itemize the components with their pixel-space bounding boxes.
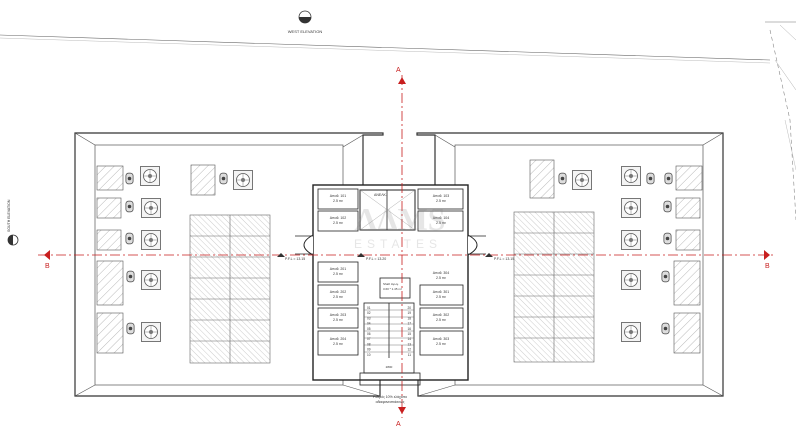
storage-room-name: Αποθ. 303 [433,337,449,341]
storage-room-area: 2.5 m² [436,199,447,203]
section-b-right-label: B [765,263,770,270]
stair-number: 15 [407,332,411,336]
stair-number: 09 [367,348,371,352]
central-core: ΑΝΕΛΚ. Shaft Αγωγ. 3.60 * 1.45 m² 2800 [295,184,486,386]
storage-room-area: 2.5 m² [436,342,447,346]
stair-number: 20 [407,306,411,310]
storage-room-name: Αποθ. 304 [433,271,449,275]
stair-number: 13 [407,342,411,346]
stair-number: 14 [407,337,411,341]
elevation-marker-south: SOUTH ELEVATION [7,199,19,246]
storage-room-area: 2.5 m² [333,199,344,203]
storage-room-name: Αποθ. 104 [433,216,449,220]
stair-number: 06 [367,332,371,336]
storage-room-area: 2.5 m² [436,318,447,322]
stair-number: 01 [367,306,371,310]
section-a-top-label: A [396,67,401,74]
roof-equipment-right [529,159,703,354]
solar-panels-right [513,211,595,363]
stair-number: 19 [407,311,411,315]
storage-room-name: Αποθ. 203 [330,313,346,317]
stair-number: 02 [367,311,371,315]
stair-number: 10 [367,353,371,357]
shaft-area: 3.60 * 1.45 m² [383,287,402,291]
storage-room-name: Αποθ. 101 [330,194,346,198]
stair-number: 03 [367,316,371,320]
level-markers: P.F.L = 13.15 P.F.L = 13.20 P.F.L = 13.1… [277,253,514,261]
solar-panels-left [189,214,271,364]
stair-number: 17 [407,322,411,326]
storage-room-area: 2.5 m² [333,221,344,225]
shaft-label: Shaft Αγωγ. [383,282,399,286]
storage-room-area: 2.5 m² [436,221,447,225]
stair-number: 05 [367,327,371,331]
level-right: P.F.L = 13.15 [494,257,514,261]
svg-text:ΛΔΜS: ΛΔΜS [355,201,446,237]
storage-room-name: Αποθ. 302 [433,313,449,317]
svg-text:ESTATES: ESTATES [354,237,442,251]
storage-room-area: 2.5 m² [333,272,344,276]
lift-label: ΑΝΕΛΚ. [374,193,387,197]
storage-room-name: Αποθ. 201 [330,267,346,271]
storage-room-area: 2.5 m² [333,342,344,346]
storage-room-area: 2.5 m² [333,295,344,299]
section-line-a: A A [396,67,406,428]
storage-room-area: 2.5 m² [436,276,447,280]
stair-number: 11 [408,353,412,357]
side-elevation-title: SOUTH ELEVATION [7,199,11,232]
roof-equipment-left [96,164,253,354]
stair-number: 08 [367,342,371,346]
storage-room-area: 2.5 m² [333,318,344,322]
level-center: P.F.L = 13.20 [366,257,386,261]
stair-number: 04 [367,322,371,326]
watermark-logo: ΛΔΜS ESTATES [354,201,445,251]
section-b-left-label: B [45,263,50,270]
elevation-marker-west: WEST ELEVATION [288,10,323,34]
stair-step-label: 2800 [386,365,393,369]
storage-room-name: Αποθ. 102 [330,216,346,220]
section-line-b: B B [38,250,775,270]
level-left: P.F.L = 13.15 [285,257,305,261]
storage-room-area: 2.5 m² [436,295,447,299]
stair-number: 16 [407,327,411,331]
elevation-title: WEST ELEVATION [288,29,323,34]
storage-room-name: Αποθ. 202 [330,290,346,294]
storage-room-name: Αποθ. 103 [433,194,449,198]
storage-room-name: Αποθ. 301 [433,290,449,294]
roof-note-line2: αδιαφανεστιάσεως [376,400,405,404]
storage-room-name: Αποθ. 204 [330,337,346,341]
stair-number: 07 [367,337,371,341]
stair-number: 12 [407,348,411,352]
roof-note-line1: Ρυθμός 10% ελάχιστο [373,395,407,399]
section-a-bottom-label: A [396,421,401,428]
stair-number: 18 [407,316,411,320]
